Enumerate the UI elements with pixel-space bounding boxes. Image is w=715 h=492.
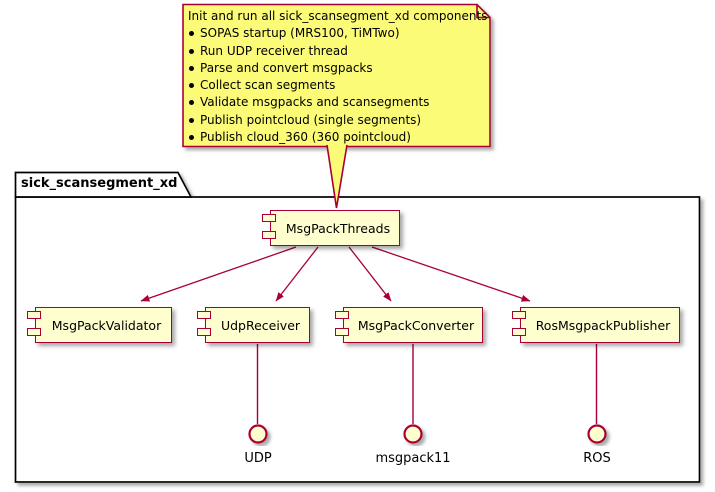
note-bullet-text: SOPAS startup (MRS100, TiMTwo): [200, 26, 400, 41]
component-label: MsgPackConverter: [357, 317, 475, 333]
note-tail: [326, 144, 348, 209]
bullet-icon: [189, 135, 194, 141]
component-udpreceiver: UdpReceiver: [197, 307, 310, 343]
package-tab: [14, 171, 193, 198]
note-bullet-text: Collect scan segments: [200, 78, 336, 93]
note-bullet-text: Publish cloud_360 (360 pointcloud): [200, 130, 411, 145]
component-msgpackthreads: MsgPackThreads: [262, 210, 400, 246]
bullet-icon: [189, 48, 194, 54]
note-bullet: Run UDP receiver thread: [188, 43, 488, 60]
note-bullet: Collect scan segments: [188, 77, 488, 94]
interface-circle-msgpack11: [403, 424, 423, 444]
bullet-icon: [189, 83, 194, 89]
component-port-icon: [197, 328, 211, 336]
note-bullet: Publish cloud_360 (360 pointcloud): [188, 129, 488, 146]
note-bullet-text: Run UDP receiver thread: [200, 43, 348, 58]
note-fold-icon: [476, 4, 490, 19]
component-msgpackvalidator: MsgPackValidator: [27, 307, 172, 343]
package-title: sick_scansegment_xd: [21, 176, 178, 191]
interface-circle-ros: [587, 424, 607, 444]
note-bullet: Parse and convert msgpacks: [188, 60, 488, 77]
component-port-icon: [512, 311, 526, 319]
note-bullet-text: Parse and convert msgpacks: [200, 60, 373, 75]
note-bullet: SOPAS startup (MRS100, TiMTwo): [188, 25, 488, 42]
note-bullet-text: Validate msgpacks and scansegments: [200, 95, 430, 110]
note-bullet: Publish pointcloud (single segments): [188, 112, 488, 129]
interface-label-msgpack11: msgpack11: [375, 451, 451, 466]
component-port-icon: [512, 328, 526, 336]
component-label: MsgPackThreads: [285, 220, 391, 236]
component-port-icon: [262, 231, 276, 239]
arrow-to-udpreceiver: [275, 246, 319, 302]
component-port-icon: [335, 311, 349, 319]
interface-label-udp: UDP: [244, 451, 272, 466]
component-port-icon: [27, 328, 41, 336]
arrow-to-rosmsgpackpublisher: [371, 246, 531, 302]
arrow-to-msgpackvalidator: [140, 246, 297, 302]
component-port-icon: [262, 214, 276, 222]
component-label: MsgPackValidator: [51, 317, 162, 333]
note: Init and run all sick_scansegment_xd com…: [188, 8, 488, 146]
bullet-icon: [189, 65, 194, 71]
interface-label-ros: ROS: [583, 451, 611, 466]
component-port-icon: [197, 311, 211, 319]
component-msgpackconverter: MsgPackConverter: [335, 307, 483, 343]
note-bullet-text: Publish pointcloud (single segments): [200, 112, 422, 127]
bullet-icon: [189, 117, 194, 123]
component-port-icon: [27, 311, 41, 319]
interface-circle-udp: [248, 424, 268, 444]
note-title: Init and run all sick_scansegment_xd com…: [188, 8, 488, 25]
bullet-icon: [189, 100, 194, 106]
component-rosmsgpackpublisher: RosMsgpackPublisher: [512, 307, 680, 343]
note-shape: [182, 3, 491, 148]
component-label: RosMsgpackPublisher: [535, 317, 671, 333]
note-title-text: Init and run all sick_scansegment_xd com…: [188, 9, 488, 23]
note-bullet: Validate msgpacks and scansegments: [188, 94, 488, 111]
component-label: UdpReceiver: [220, 317, 301, 333]
bullet-icon: [189, 31, 194, 37]
component-port-icon: [335, 328, 349, 336]
arrow-to-msgpackconverter: [348, 246, 392, 302]
